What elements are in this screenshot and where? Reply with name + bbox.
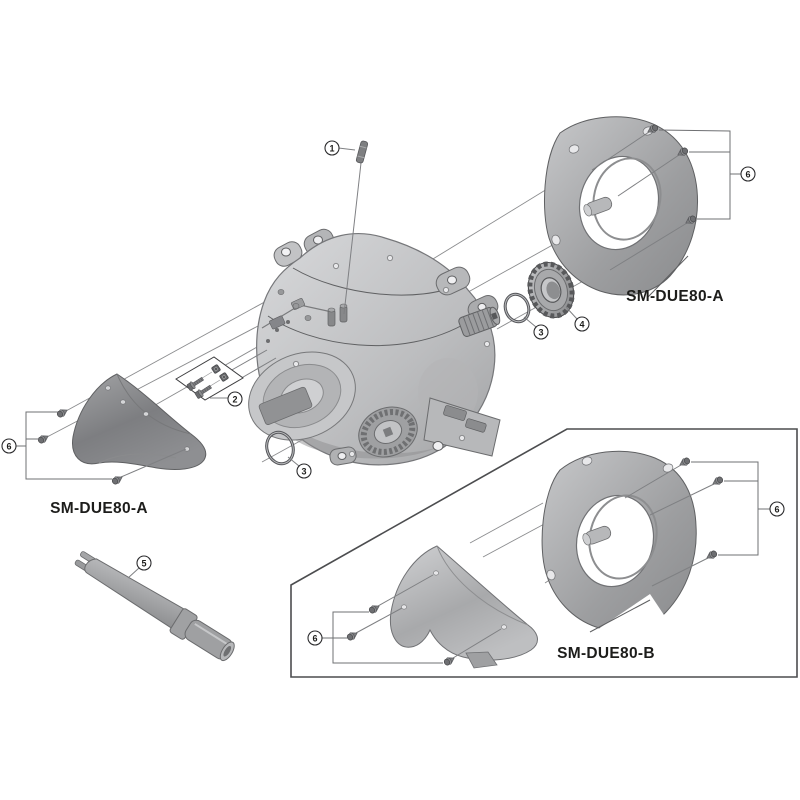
cover-left-callout-bracket: [15, 411, 112, 480]
callout-4-number: 4: [579, 320, 584, 330]
callout-6-left: 6: [1, 438, 17, 454]
callout-6-top-right: 6: [740, 166, 756, 182]
callout-1-number: 1: [329, 144, 334, 154]
cover-bottom-left: [322, 545, 538, 669]
callout-5: 5: [127, 555, 152, 579]
label-cover-left: SM-DUE80-A: [50, 500, 148, 517]
callout-4: 4: [574, 316, 590, 332]
callout-5-number: 5: [141, 559, 146, 569]
drive-unit: [248, 228, 501, 466]
callout-6-left-number: 6: [6, 442, 11, 452]
callout-2-number: 2: [232, 395, 237, 405]
lockring: [527, 261, 578, 320]
callout-6-bottom-right-number: 6: [774, 505, 779, 515]
drive-unit-axle-spline: [358, 406, 418, 458]
drive-unit-bearing-boss: [248, 351, 356, 441]
cover-top-right-callout-bracket: [658, 129, 741, 220]
label-cover-top-right: SM-DUE80-A: [626, 288, 724, 305]
callout-6-bottom-left: 6: [307, 630, 323, 646]
callout-6-top-right-number: 6: [745, 170, 750, 180]
callout-3-upper-number: 3: [538, 328, 543, 338]
callout-1: 1: [324, 140, 356, 156]
drive-unit-screw-dots: [277, 254, 491, 458]
cover-bottom-right: [541, 450, 770, 650]
callout-2: 2: [227, 391, 243, 407]
callout-3-upper: 3: [533, 324, 549, 340]
callout-3-lower-number: 3: [301, 467, 306, 477]
pin-part: [343, 140, 369, 315]
cover-top-right: [543, 116, 741, 314]
cover-bottom-left-callout-bracket: [322, 611, 443, 664]
callout-3-lower: 3: [296, 463, 312, 479]
drive-unit-output-spline: [458, 306, 501, 337]
callout-6-bottom-right: 6: [769, 501, 785, 517]
label-cover-group-bottom: SM-DUE80-B: [557, 645, 655, 662]
callout-6-bottom-left-number: 6: [312, 634, 317, 644]
o-ring-upper: [503, 292, 537, 328]
o-ring-lower: [265, 430, 300, 467]
crank-tool: [74, 551, 235, 662]
cover-bottom-right-callout-bracket: [691, 461, 770, 556]
cover-left: [15, 373, 207, 486]
fixing-bolts-group: [175, 349, 277, 401]
